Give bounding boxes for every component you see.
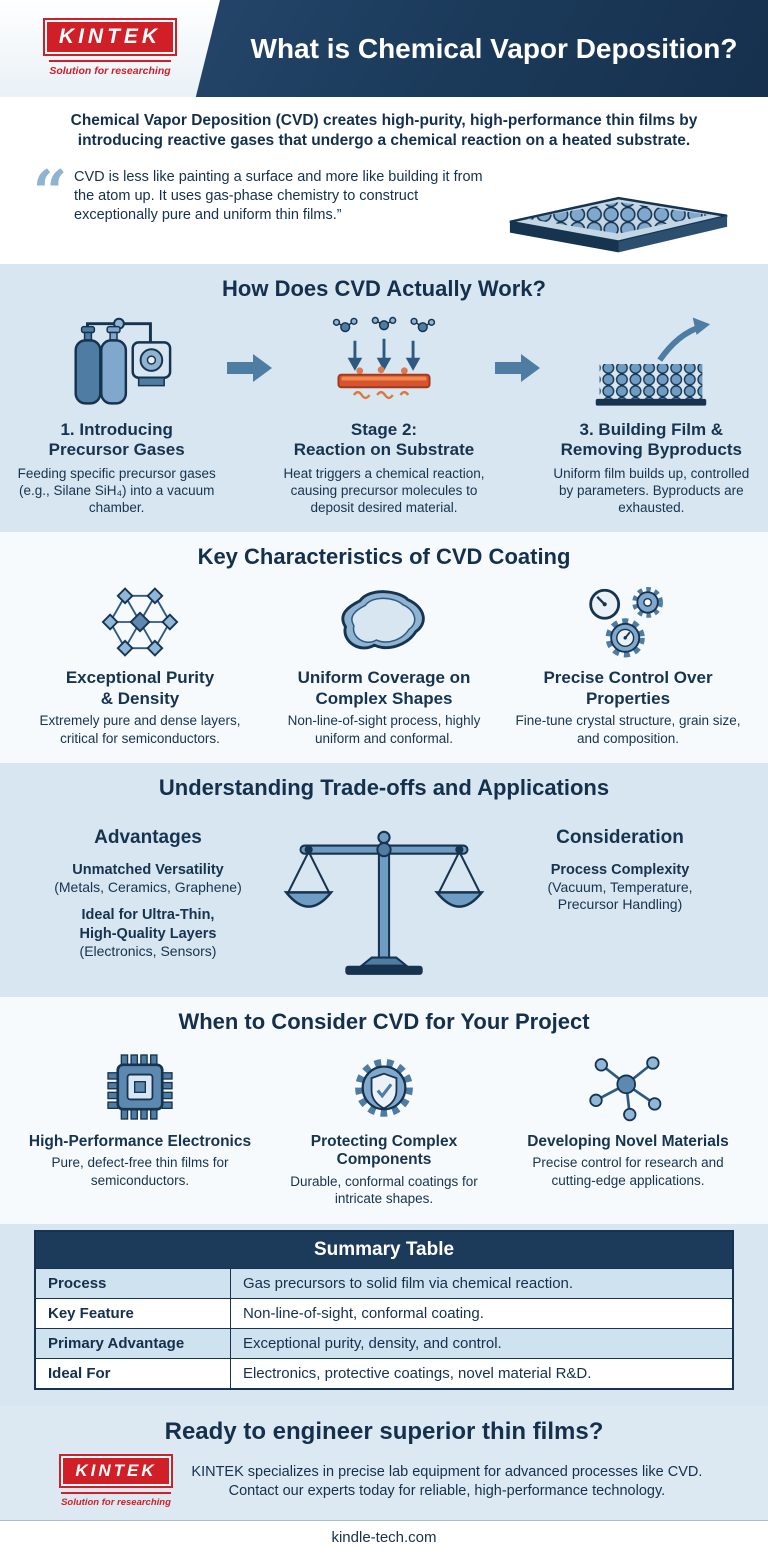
consideration-sub: (Vacuum, Temperature, Precursor Handling… — [547, 878, 693, 913]
when-2: Protecting Complex Components Durable, c… — [262, 1045, 506, 1208]
tradeoffs-row: Advantages Unmatched Versatility (Metals… — [0, 811, 768, 997]
when-item-desc: Durable, conformal coatings for intricat… — [290, 1173, 478, 1207]
when-item-desc: Precise control for research and cutting… — [532, 1155, 724, 1188]
table-row: Process Gas precursors to solid film via… — [34, 1267, 734, 1299]
gears-gauge-icon — [512, 580, 744, 664]
microchip-icon — [24, 1045, 256, 1129]
table-row: Key Feature Non-line-of-sight, conformal… — [34, 1297, 734, 1329]
step-desc: Uniform film builds up, controlled by pa… — [553, 465, 750, 516]
when-item-desc: Pure, defect-free thin films for semicon… — [51, 1155, 229, 1188]
logo-tagline: Solution for researching — [49, 60, 171, 77]
characteristic-desc: Extremely pure and dense layers, critica… — [39, 713, 241, 746]
tradeoffs-title: Understanding Trade-offs and Application… — [158, 774, 610, 800]
cta-title: Ready to engineer superior thin films? — [164, 1417, 604, 1445]
how-it-works-section: How Does CVD Actually Work? — [0, 263, 768, 533]
reaction-substrate-icon — [273, 312, 494, 416]
step-desc: Feeding specific precursor gases (e.g., … — [17, 465, 216, 516]
intro-paragraph: Chemical Vapor Deposition (CVD) creates … — [70, 112, 698, 150]
when-item-title: Protecting Complex Components — [310, 1132, 458, 1169]
logo-tagline: Solution for researching — [61, 1491, 171, 1508]
crystal-lattice-icon — [24, 580, 256, 664]
step-title: 3. Building Film & Removing Byproducts — [560, 419, 742, 460]
website-link[interactable]: kindle-tech.com — [331, 1528, 437, 1546]
advantage-sub: (Metals, Ceramics, Graphene) — [54, 878, 242, 895]
table-row: Ideal For Electronics, protective coatin… — [34, 1357, 734, 1390]
step-2: Stage 2: Reaction on Substrate Heat trig… — [273, 312, 494, 517]
characteristics-title: Key Characteristics of CVD Coating — [197, 544, 571, 570]
quote-block: “ CVD is less like painting a surface an… — [26, 162, 742, 254]
consideration-column: Consideration Process Complexity (Vacuum… — [494, 815, 746, 914]
advantages-column: Advantages Unmatched Versatility (Metals… — [22, 815, 274, 960]
steps-row: 1. Introducing Precursor Gases Feeding s… — [0, 312, 768, 533]
when-item-title: High-Performance Electronics — [28, 1132, 252, 1150]
when-section: When to Consider CVD for Your Project — [0, 996, 768, 1224]
step-desc: Heat triggers a chemical reaction, causi… — [283, 465, 485, 516]
row-value: Exceptional purity, density, and control… — [229, 1327, 734, 1359]
molecule-icon — [512, 1045, 744, 1129]
characteristic-title: Exceptional Purity & Density — [65, 668, 215, 708]
step-1: 1. Introducing Precursor Gases Feeding s… — [6, 312, 227, 517]
characteristic-desc: Fine-tune crystal structure, grain size,… — [515, 713, 741, 746]
substrate-atoms-illustration-icon — [494, 162, 742, 254]
characteristic-3: Precise Control Over Properties Fine-tun… — [506, 580, 750, 746]
header: KINTEK Solution for researching What is … — [0, 0, 768, 97]
advantage-item: Unmatched Versatility — [72, 861, 224, 878]
advantage-sub: (Electronics, Sensors) — [79, 942, 217, 959]
summary-section: Summary Table Process Gas precursors to … — [0, 1223, 768, 1406]
shield-gear-icon — [268, 1045, 500, 1129]
when-1: High-Performance Electronics Pure, defec… — [18, 1045, 262, 1189]
when-3: Developing Novel Materials Precise contr… — [506, 1045, 750, 1189]
characteristic-2: Uniform Coverage on Complex Shapes Non-l… — [262, 580, 506, 746]
intro-section: Chemical Vapor Deposition (CVD) creates … — [0, 97, 768, 264]
when-row: High-Performance Electronics Pure, defec… — [0, 1045, 768, 1224]
row-label: Process — [34, 1267, 231, 1299]
quote-text: CVD is less like painting a surface and … — [74, 168, 483, 224]
kintek-logo: KINTEK — [61, 1455, 171, 1486]
when-title: When to Consider CVD for Your Project — [178, 1008, 590, 1034]
characteristic-title: Uniform Coverage on Complex Shapes — [297, 668, 471, 708]
quote-mark-icon: “ — [32, 157, 68, 228]
advantage-item: Ideal for Ultra-Thin, High-Quality Layer… — [79, 907, 217, 942]
step-title: Stage 2: Reaction on Substrate — [293, 419, 475, 460]
kintek-logo: KINTEK — [44, 20, 176, 54]
advantages-title: Advantages — [94, 826, 202, 848]
tradeoffs-section: Understanding Trade-offs and Application… — [0, 762, 768, 997]
table-row: Primary Advantage Exceptional purity, de… — [34, 1327, 734, 1359]
step-title: 1. Introducing Precursor Gases — [48, 419, 185, 460]
row-value: Electronics, protective coatings, novel … — [229, 1357, 734, 1390]
characteristics-section: Key Characteristics of CVD Coating — [0, 532, 768, 763]
arrow-right-icon — [494, 352, 541, 389]
characteristic-1: Exceptional Purity & Density Extremely p… — [18, 580, 262, 746]
characteristics-row: Exceptional Purity & Density Extremely p… — [0, 580, 768, 762]
footer: kindle-tech.com — [0, 1519, 768, 1555]
how-title: How Does CVD Actually Work? — [222, 275, 546, 301]
summary-table: Summary Table Process Gas precursors to … — [34, 1229, 734, 1390]
header-logo: KINTEK Solution for researching — [0, 0, 220, 97]
row-label: Ideal For — [34, 1357, 231, 1390]
cta-text: KINTEK specializes in precise lab equipm… — [191, 1463, 703, 1499]
when-item-title: Developing Novel Materials — [527, 1132, 729, 1150]
cta-logo: KINTEK Solution for researching — [61, 1455, 171, 1508]
film-buildup-icon — [541, 312, 762, 416]
row-label: Primary Advantage — [34, 1327, 231, 1359]
summary-table-title: Summary Table — [34, 1230, 734, 1269]
row-value: Non-line-of-sight, conformal coating. — [229, 1297, 734, 1329]
characteristic-desc: Non-line-of-sight process, highly unifor… — [287, 713, 481, 746]
arrow-right-icon — [227, 352, 273, 389]
gas-cylinders-icon — [6, 312, 227, 416]
balance-scale-icon — [274, 815, 494, 983]
row-label: Key Feature — [34, 1297, 231, 1329]
row-value: Gas precursors to solid film via chemica… — [229, 1267, 734, 1299]
consideration-item: Process Complexity — [550, 861, 690, 878]
step-3: 3. Building Film & Removing Byproducts U… — [541, 312, 762, 517]
characteristic-title: Precise Control Over Properties — [543, 668, 713, 708]
cta-section: Ready to engineer superior thin films? K… — [0, 1405, 768, 1520]
consideration-title: Consideration — [556, 826, 684, 848]
page-title: What is Chemical Vapor Deposition? — [250, 32, 738, 64]
complex-shape-icon — [268, 580, 500, 664]
